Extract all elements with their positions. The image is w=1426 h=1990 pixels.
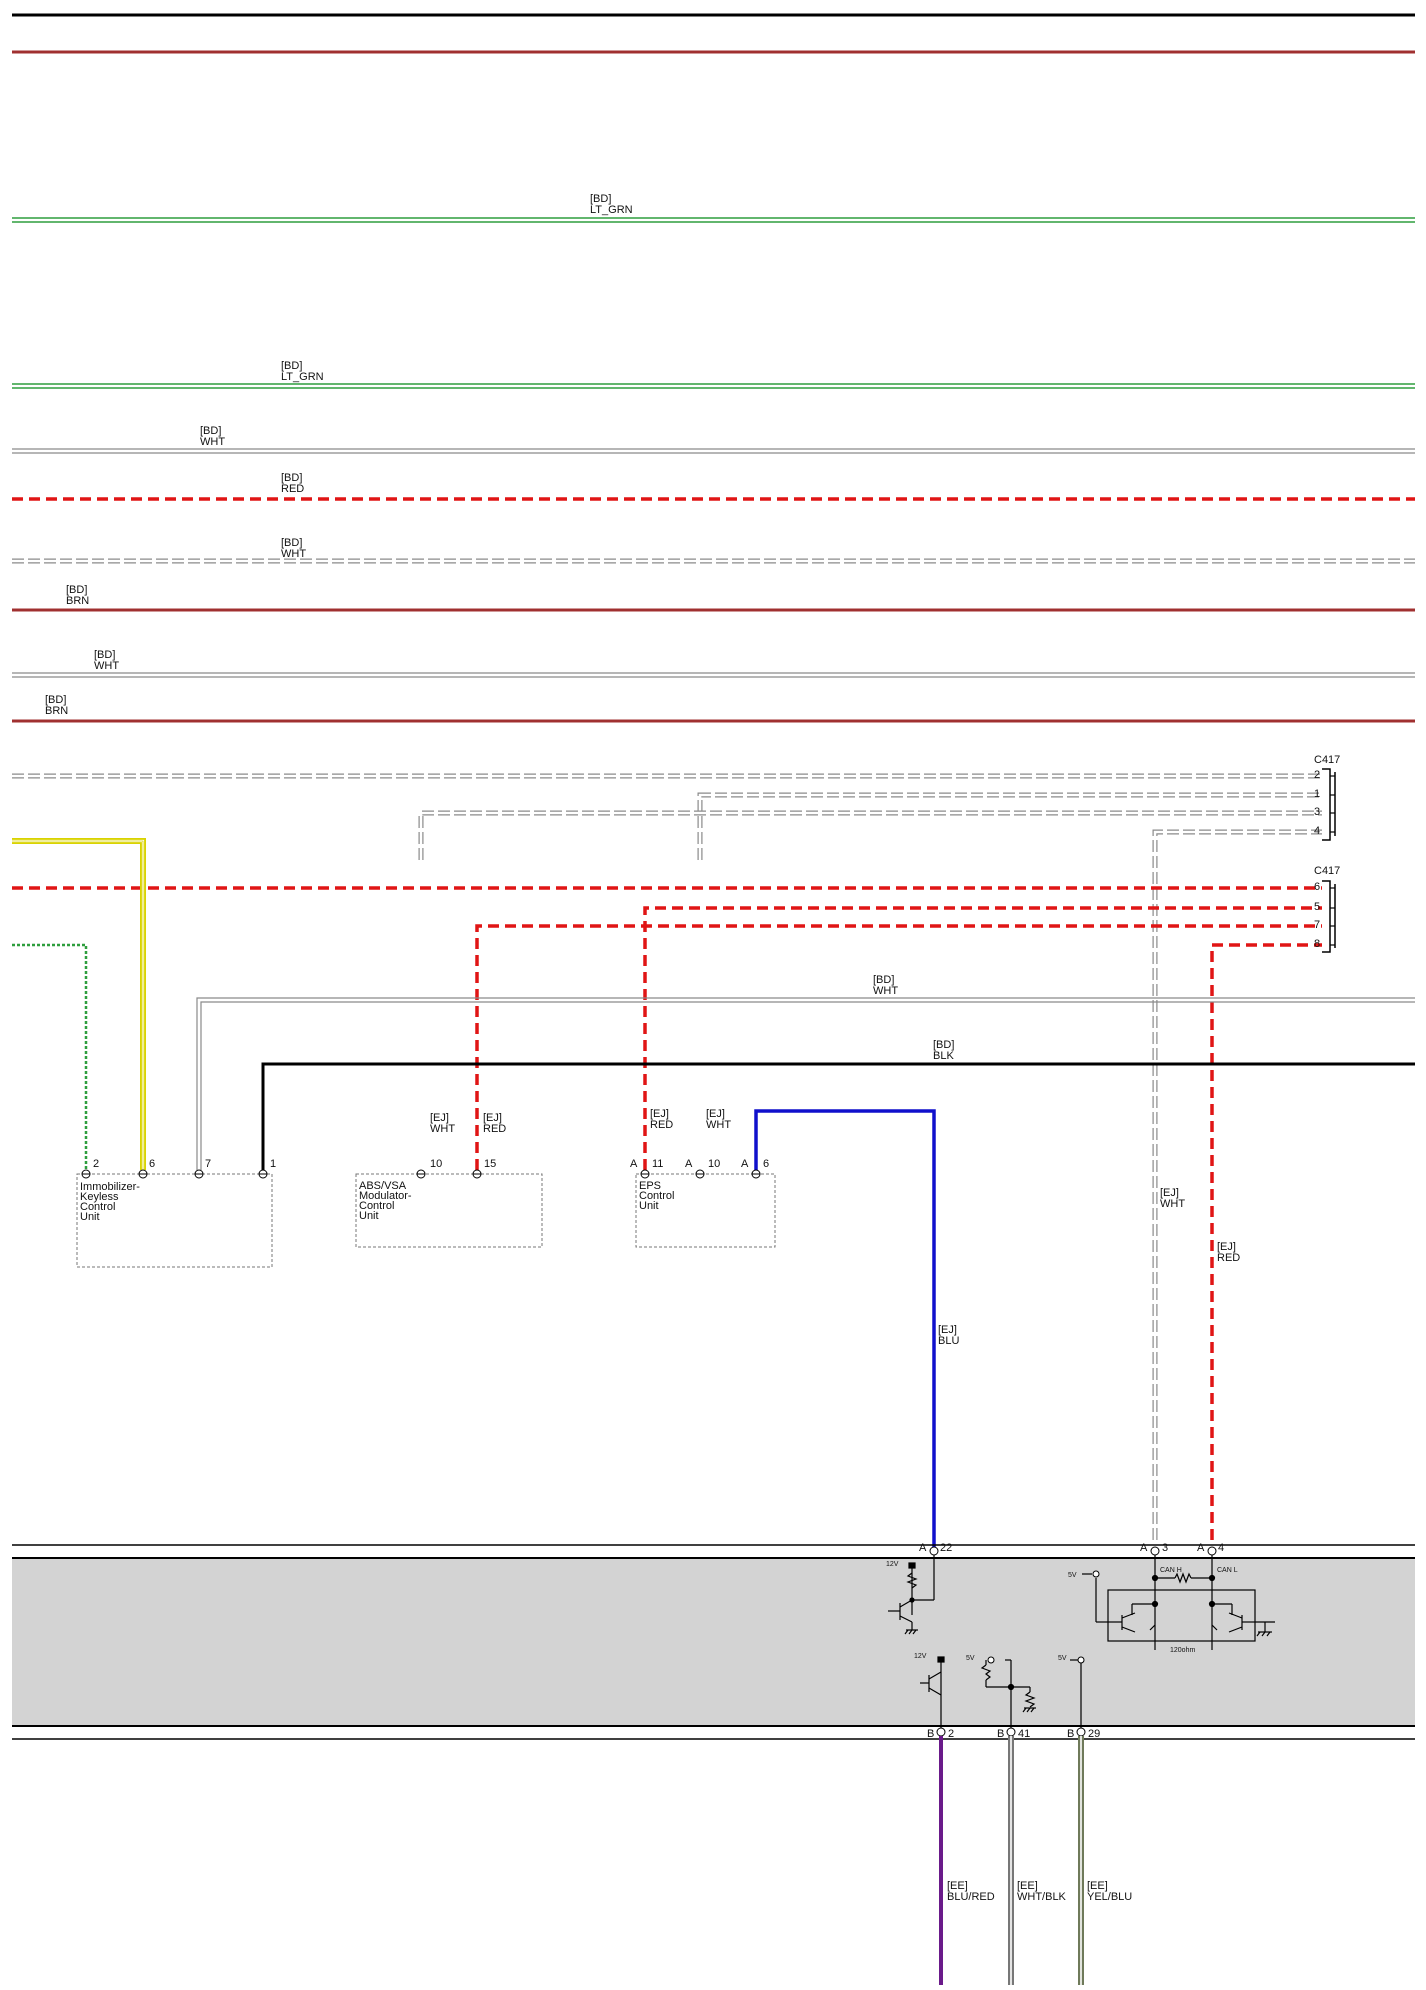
immobilizer-pin: 7: [205, 1158, 211, 1170]
wht-blk-label: [EE]WHT/BLK: [1017, 1880, 1067, 1903]
lt-grn-label-2: [BD]LT_GRN: [281, 360, 324, 383]
wht-label-1: [BD]WHT: [200, 425, 225, 448]
ecm-bottom-pin: 2: [948, 1728, 954, 1740]
resistor-label: 120ohm: [1170, 1647, 1195, 1654]
ecm-bottom-pin: 41: [1018, 1728, 1030, 1740]
ecm-module: A 22 A 3 A 4 B 2 B 41 B 29: [12, 1542, 1415, 1740]
ecm-voltage: 5V: [1068, 1572, 1077, 1579]
red-label-1: [BD]RED: [281, 472, 304, 495]
abs-wht-label: [EJ]WHT: [430, 1112, 455, 1135]
transistor-circuit-2: [920, 1656, 945, 1728]
can-circuit: [1082, 1555, 1275, 1650]
c417-b-pin: 5: [1314, 901, 1320, 913]
can-wht-label: [EJ]WHT: [1160, 1187, 1185, 1210]
immobilizer-pin: 1: [270, 1158, 276, 1170]
brn-label-2: [BD]BRN: [45, 694, 68, 717]
pcm-blu-label: [EJ]BLU: [938, 1324, 959, 1347]
eps-pin: 6: [763, 1158, 769, 1170]
ecm-top-pin: 22: [940, 1542, 952, 1554]
eps-conn: A: [741, 1158, 749, 1170]
wht-bus-4-b: [200, 1001, 1415, 1170]
c417-b-label: C417: [1314, 865, 1340, 877]
blue-wire: [754, 1109, 936, 1548]
ecm-voltage: 5V: [1058, 1655, 1067, 1662]
immobilizer-pin: 2: [93, 1158, 99, 1170]
abs-red-label: [EJ]RED: [483, 1112, 506, 1135]
eps-pin: 10: [708, 1158, 720, 1170]
yellow-wire-inner: [12, 839, 145, 1170]
abs-pin: 10: [430, 1158, 442, 1170]
eps-red-label: [EJ]RED: [650, 1108, 673, 1131]
ecm-top-conn: A: [1140, 1542, 1148, 1554]
c417-a-pin: 3: [1314, 806, 1320, 818]
brn-label-1: [BD]BRN: [66, 584, 89, 607]
sensor-circuit-29: [1070, 1659, 1082, 1728]
blk-bus: [261, 1062, 1415, 1170]
green-dotted-wire: [12, 943, 88, 1170]
ecm-top-conn: A: [1197, 1542, 1205, 1554]
can-red-label: [EJ]RED: [1217, 1241, 1240, 1264]
ecm-top-pin: 3: [1162, 1542, 1168, 1554]
can-l-label: CAN L: [1217, 1567, 1238, 1574]
c417-a-label: C417: [1314, 754, 1340, 766]
ecm-voltage: 5V: [966, 1655, 975, 1662]
c417-a-pin: 2: [1314, 769, 1320, 781]
ecm-bottom-conn: B: [997, 1728, 1004, 1740]
c417-connector-b: C417 6 5 7 8: [1314, 865, 1340, 953]
eps-conn: A: [630, 1158, 638, 1170]
transistor-circuit-22: [888, 1555, 935, 1635]
wht-label-4: [BD]WHT: [873, 974, 898, 997]
abs-pin: 15: [484, 1158, 496, 1170]
blu-red-label: [EE]BLU/RED: [947, 1880, 995, 1903]
eps-pin: 11: [652, 1158, 663, 1170]
yellow-wire: [12, 838, 146, 1170]
ecm-top-conn: A: [919, 1542, 927, 1554]
can-h-label: CAN H: [1160, 1567, 1182, 1574]
c417-a-pin: 4: [1314, 825, 1320, 837]
lt-grn-label-1: [BD]LT_GRN: [590, 193, 633, 216]
yellow-wire-core: [12, 840, 144, 1170]
ecm-voltage: 12V: [886, 1561, 899, 1568]
c417-b-pin: 8: [1314, 938, 1320, 950]
c417-white-wires: [12, 773, 1322, 1540]
c417-red-wires: [12, 886, 1322, 1540]
c417-connector-a: C417 2 1 3 4: [1314, 754, 1340, 841]
c417-b-pin: 6: [1314, 881, 1320, 893]
yel-blu-label: [EE]YEL/BLU: [1087, 1880, 1132, 1903]
ecm-bottom-conn: B: [1067, 1728, 1074, 1740]
wht-bus-4: [196, 997, 1415, 1170]
sensor-circuit-41: [980, 1659, 1036, 1728]
blk-label: [BD]BLK: [933, 1039, 954, 1062]
immobilizer-pin: 6: [149, 1158, 155, 1170]
ecm-bottom-conn: B: [927, 1728, 934, 1740]
eps-wht-label: [EJ]WHT: [706, 1108, 731, 1131]
c417-b-pin: 7: [1314, 919, 1320, 931]
c417-a-pin: 1: [1314, 788, 1320, 800]
wht-label-3: [BD]WHT: [94, 649, 119, 672]
ecm-voltage: 12V: [914, 1653, 927, 1660]
eps-conn: A: [685, 1158, 693, 1170]
ecm-top-pin: 4: [1218, 1542, 1224, 1554]
wht-label-2: [BD]WHT: [281, 537, 306, 560]
ecm-bottom-pin: 29: [1088, 1728, 1100, 1740]
